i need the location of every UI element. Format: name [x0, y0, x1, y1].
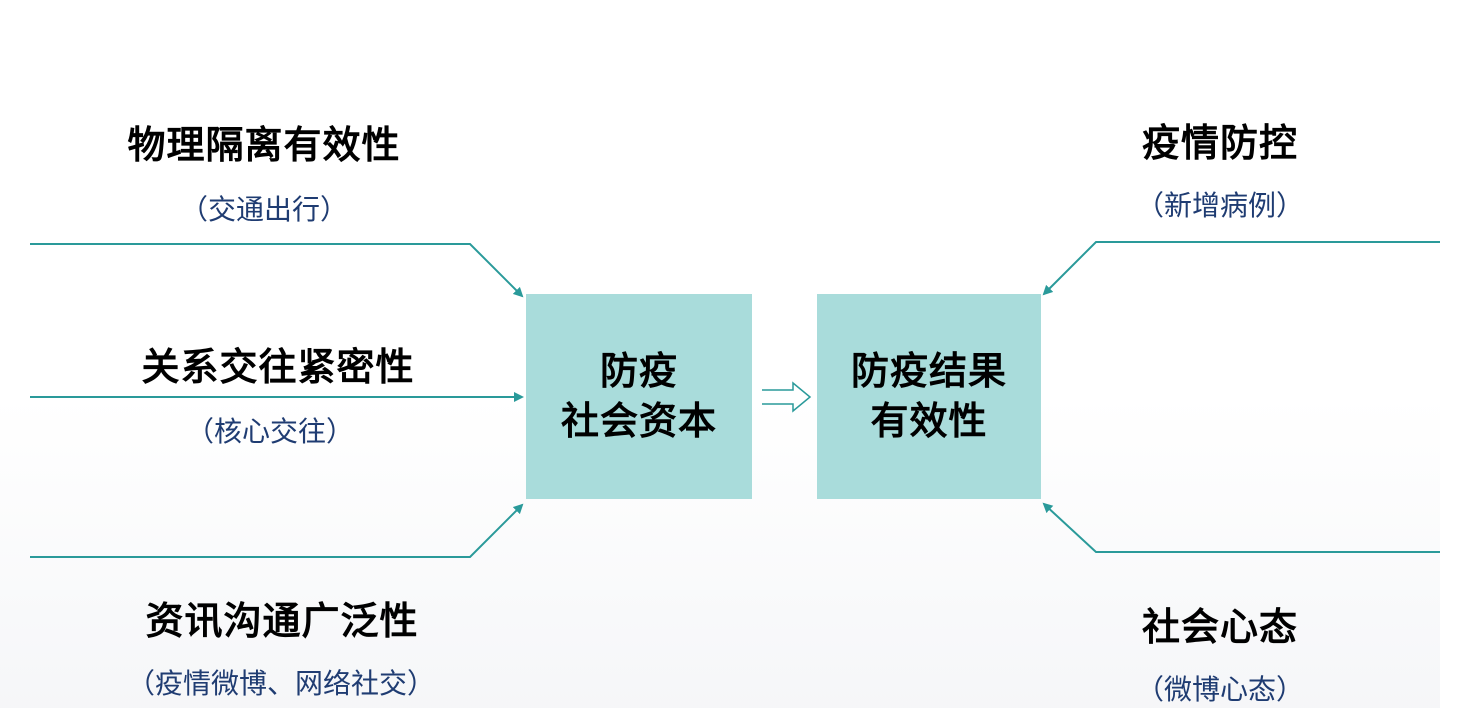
social-capital-box: 防疫 社会资本 [526, 294, 752, 499]
connector-information [30, 503, 524, 558]
social-capital-line2: 社会资本 [560, 398, 717, 443]
bottom-margin [0, 708, 1474, 721]
effectiveness-line2: 有效性 [870, 398, 988, 443]
effectiveness-line1: 防疫结果 [850, 349, 1007, 394]
outcome-title-epidemic-control: 疫情防控 [1141, 121, 1298, 165]
outcome-subtitle-epidemic-control: （新增病例） [1135, 189, 1304, 222]
factor-subtitle-information: （疫情微博、网络社交） [126, 667, 435, 700]
outcome-title-social-mentality: 社会心态 [1141, 605, 1298, 649]
hollow-arrow-icon [762, 381, 812, 413]
connector-physical-isolation [30, 243, 524, 298]
outcome-subtitle-social-mentality: （微博心态） [1135, 673, 1304, 706]
factor-subtitle-relationship: （核心交往） [185, 415, 354, 448]
effectiveness-box: 防疫结果 有效性 [817, 294, 1041, 499]
factor-title-physical-isolation: 物理隔离有效性 [127, 123, 401, 167]
connector-social-mentality [1042, 502, 1440, 553]
factor-title-information: 资讯沟通广泛性 [145, 599, 419, 643]
social-capital-line1: 防疫 [599, 349, 678, 394]
right-margin [1440, 0, 1474, 721]
factor-subtitle-physical-isolation: （交通出行） [179, 193, 348, 226]
connector-epidemic-control [1042, 241, 1440, 296]
factor-title-relationship: 关系交往紧密性 [141, 345, 415, 389]
